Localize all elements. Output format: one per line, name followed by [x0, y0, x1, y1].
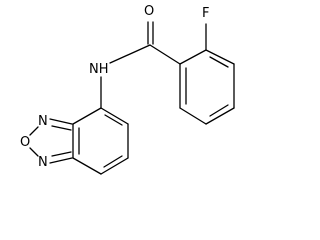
bonds	[29, 21, 235, 175]
bond-ph-4-5	[205, 107, 235, 125]
bond-ph-1-2	[179, 49, 207, 65]
bond-ox-o-n-bottom	[29, 147, 39, 157]
bond-bz-7-6	[100, 157, 129, 175]
atom-amide-nitrogen: NH	[89, 62, 109, 77]
atom-fluorine: F	[202, 6, 209, 21]
bond-carbonyl-nh	[109, 44, 151, 64]
atom-labels: O F NH N O N	[20, 4, 209, 170]
bond-ph-5-6	[179, 107, 207, 125]
bond-bz-inner-a	[104, 114, 123, 126]
bond-ox-n-top-o	[29, 126, 39, 136]
bond-ox-3a-n-top-2	[51, 125, 72, 131]
bond-ox-7a-n-bottom-1	[49, 157, 73, 164]
bond-bz-5-4	[100, 107, 129, 125]
molecule-svg: O F NH N O N	[20, 4, 235, 175]
bond-ph-2-3	[205, 49, 235, 65]
bond-bz-7a-7	[72, 157, 102, 175]
structure-diagram: O F NH N O N	[20, 4, 235, 175]
bond-ph-inner-b	[209, 104, 229, 117]
atom-ring-nitrogen-top: N	[38, 114, 48, 129]
bond-carbonyl-phenyl	[149, 44, 181, 65]
atom-ring-oxygen: O	[20, 135, 30, 150]
atom-carbonyl-oxygen: O	[144, 4, 154, 19]
atom-ring-nitrogen-bottom: N	[38, 155, 48, 170]
bond-ox-7a-n-bottom-2	[51, 151, 72, 157]
bond-bz-inner-c	[103, 155, 123, 168]
bond-ox-3a-n-top-1	[49, 118, 73, 125]
bond-ph-inner-a	[209, 56, 229, 68]
bond-bz-4-3a	[72, 107, 102, 125]
